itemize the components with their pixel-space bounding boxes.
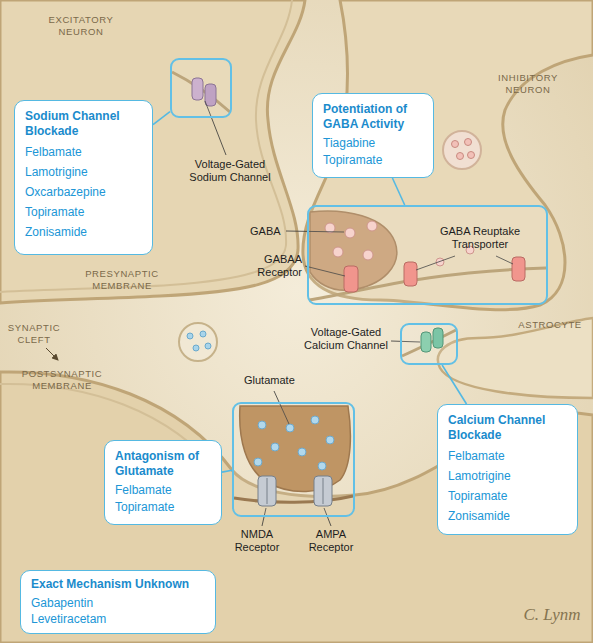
connector-line bbox=[392, 178, 404, 205]
mechanism-box: Potentiation of GABA ActivityTiagabineTo… bbox=[312, 93, 434, 178]
part-label: AMPA Receptor bbox=[298, 528, 364, 554]
drug-name: Lamotrigine bbox=[448, 466, 567, 486]
part-label: GABAA Receptor bbox=[236, 253, 302, 279]
part-label: GABA Reuptake Transporter bbox=[425, 225, 535, 251]
connector-line bbox=[442, 365, 466, 404]
mechanism-heading: Calcium Channel Blockade bbox=[448, 413, 567, 443]
mechanism-box: Antagonism of GlutamateFelbamateTopirama… bbox=[104, 440, 222, 525]
drug-name: Topiramate bbox=[323, 152, 423, 169]
postsynaptic-neuron bbox=[0, 372, 593, 643]
detail-frame: Voltage-Gated Sodium Channel bbox=[170, 58, 232, 118]
detail-frame: GABA Reuptake Transporter bbox=[307, 205, 548, 305]
drug-name: Topiramate bbox=[115, 499, 211, 516]
artist-signature: C. Lynm bbox=[520, 605, 584, 625]
mechanism-heading: Potentiation of GABA Activity bbox=[323, 102, 423, 132]
mechanism-box: Exact Mechanism UnknownGabapentinLevetir… bbox=[20, 570, 216, 634]
region-label: PRESYNAPTIC MEMBRANE bbox=[70, 268, 174, 292]
gaba-dot bbox=[452, 141, 459, 148]
drug-name: Topiramate bbox=[25, 202, 142, 222]
connector-line bbox=[153, 112, 170, 125]
glutamate-dot bbox=[187, 333, 193, 339]
astrocyte bbox=[438, 318, 593, 398]
drug-name: Felbamate bbox=[115, 482, 211, 499]
glutamate-dot bbox=[205, 343, 211, 349]
pointer-arrow bbox=[46, 348, 58, 360]
drug-name: Gabapentin bbox=[31, 595, 205, 611]
drug-name: Zonisamide bbox=[25, 222, 142, 242]
part-label: Voltage-Gated Sodium Channel bbox=[178, 158, 282, 184]
gaba-dot bbox=[468, 152, 475, 159]
drug-name: Zonisamide bbox=[448, 506, 567, 526]
drug-name: Lamotrigine bbox=[25, 162, 142, 182]
part-label: NMDA Receptor bbox=[224, 528, 290, 554]
region-label: EXCITATORY NEURON bbox=[38, 14, 124, 38]
vesicle bbox=[443, 131, 481, 169]
region-label: ASTROCYTE bbox=[512, 319, 588, 331]
glutamate-dot bbox=[200, 331, 206, 337]
inhibitory-neuron bbox=[303, 0, 593, 310]
part-label: Glutamate bbox=[244, 374, 318, 387]
drug-name: Felbamate bbox=[448, 446, 567, 466]
drug-name: Levetiracetam bbox=[31, 611, 205, 627]
mechanism-box: Sodium Channel BlockadeFelbamateLamotrig… bbox=[14, 100, 153, 255]
connector-line bbox=[222, 470, 232, 472]
mechanism-heading: Antagonism of Glutamate bbox=[115, 449, 211, 479]
mechanism-heading: Exact Mechanism Unknown bbox=[31, 577, 205, 592]
drug-name: Tiagabine bbox=[323, 135, 423, 152]
glutamate-vesicle bbox=[179, 323, 217, 361]
region-label: POSTSYNAPTIC MEMBRANE bbox=[10, 368, 114, 392]
gaba-vesicle bbox=[443, 131, 481, 169]
mechanism-box: Calcium Channel BlockadeFelbamateLamotri… bbox=[437, 404, 578, 535]
drug-name: Felbamate bbox=[25, 142, 142, 162]
mechanism-heading: Sodium Channel Blockade bbox=[25, 109, 142, 139]
detail-frame: Voltage-Gated Calcium Channel bbox=[400, 323, 458, 365]
part-label: Voltage-Gated Calcium Channel bbox=[294, 326, 398, 352]
glutamate-dot bbox=[193, 345, 199, 351]
part-label: GABA bbox=[250, 225, 286, 238]
excitatory-neuron bbox=[0, 0, 305, 303]
drug-name: Oxcarbazepine bbox=[25, 182, 142, 202]
detail-frame: Glutamate bbox=[232, 402, 355, 517]
membrane-line bbox=[0, 0, 292, 292]
drug-name: Topiramate bbox=[448, 486, 567, 506]
vesicle bbox=[179, 323, 217, 361]
gaba-dot bbox=[465, 139, 472, 146]
region-label: INHIBITORY NEURON bbox=[488, 72, 568, 96]
gaba-dot bbox=[457, 153, 464, 160]
region-label: SYNAPTIC CLEFT bbox=[2, 322, 66, 346]
